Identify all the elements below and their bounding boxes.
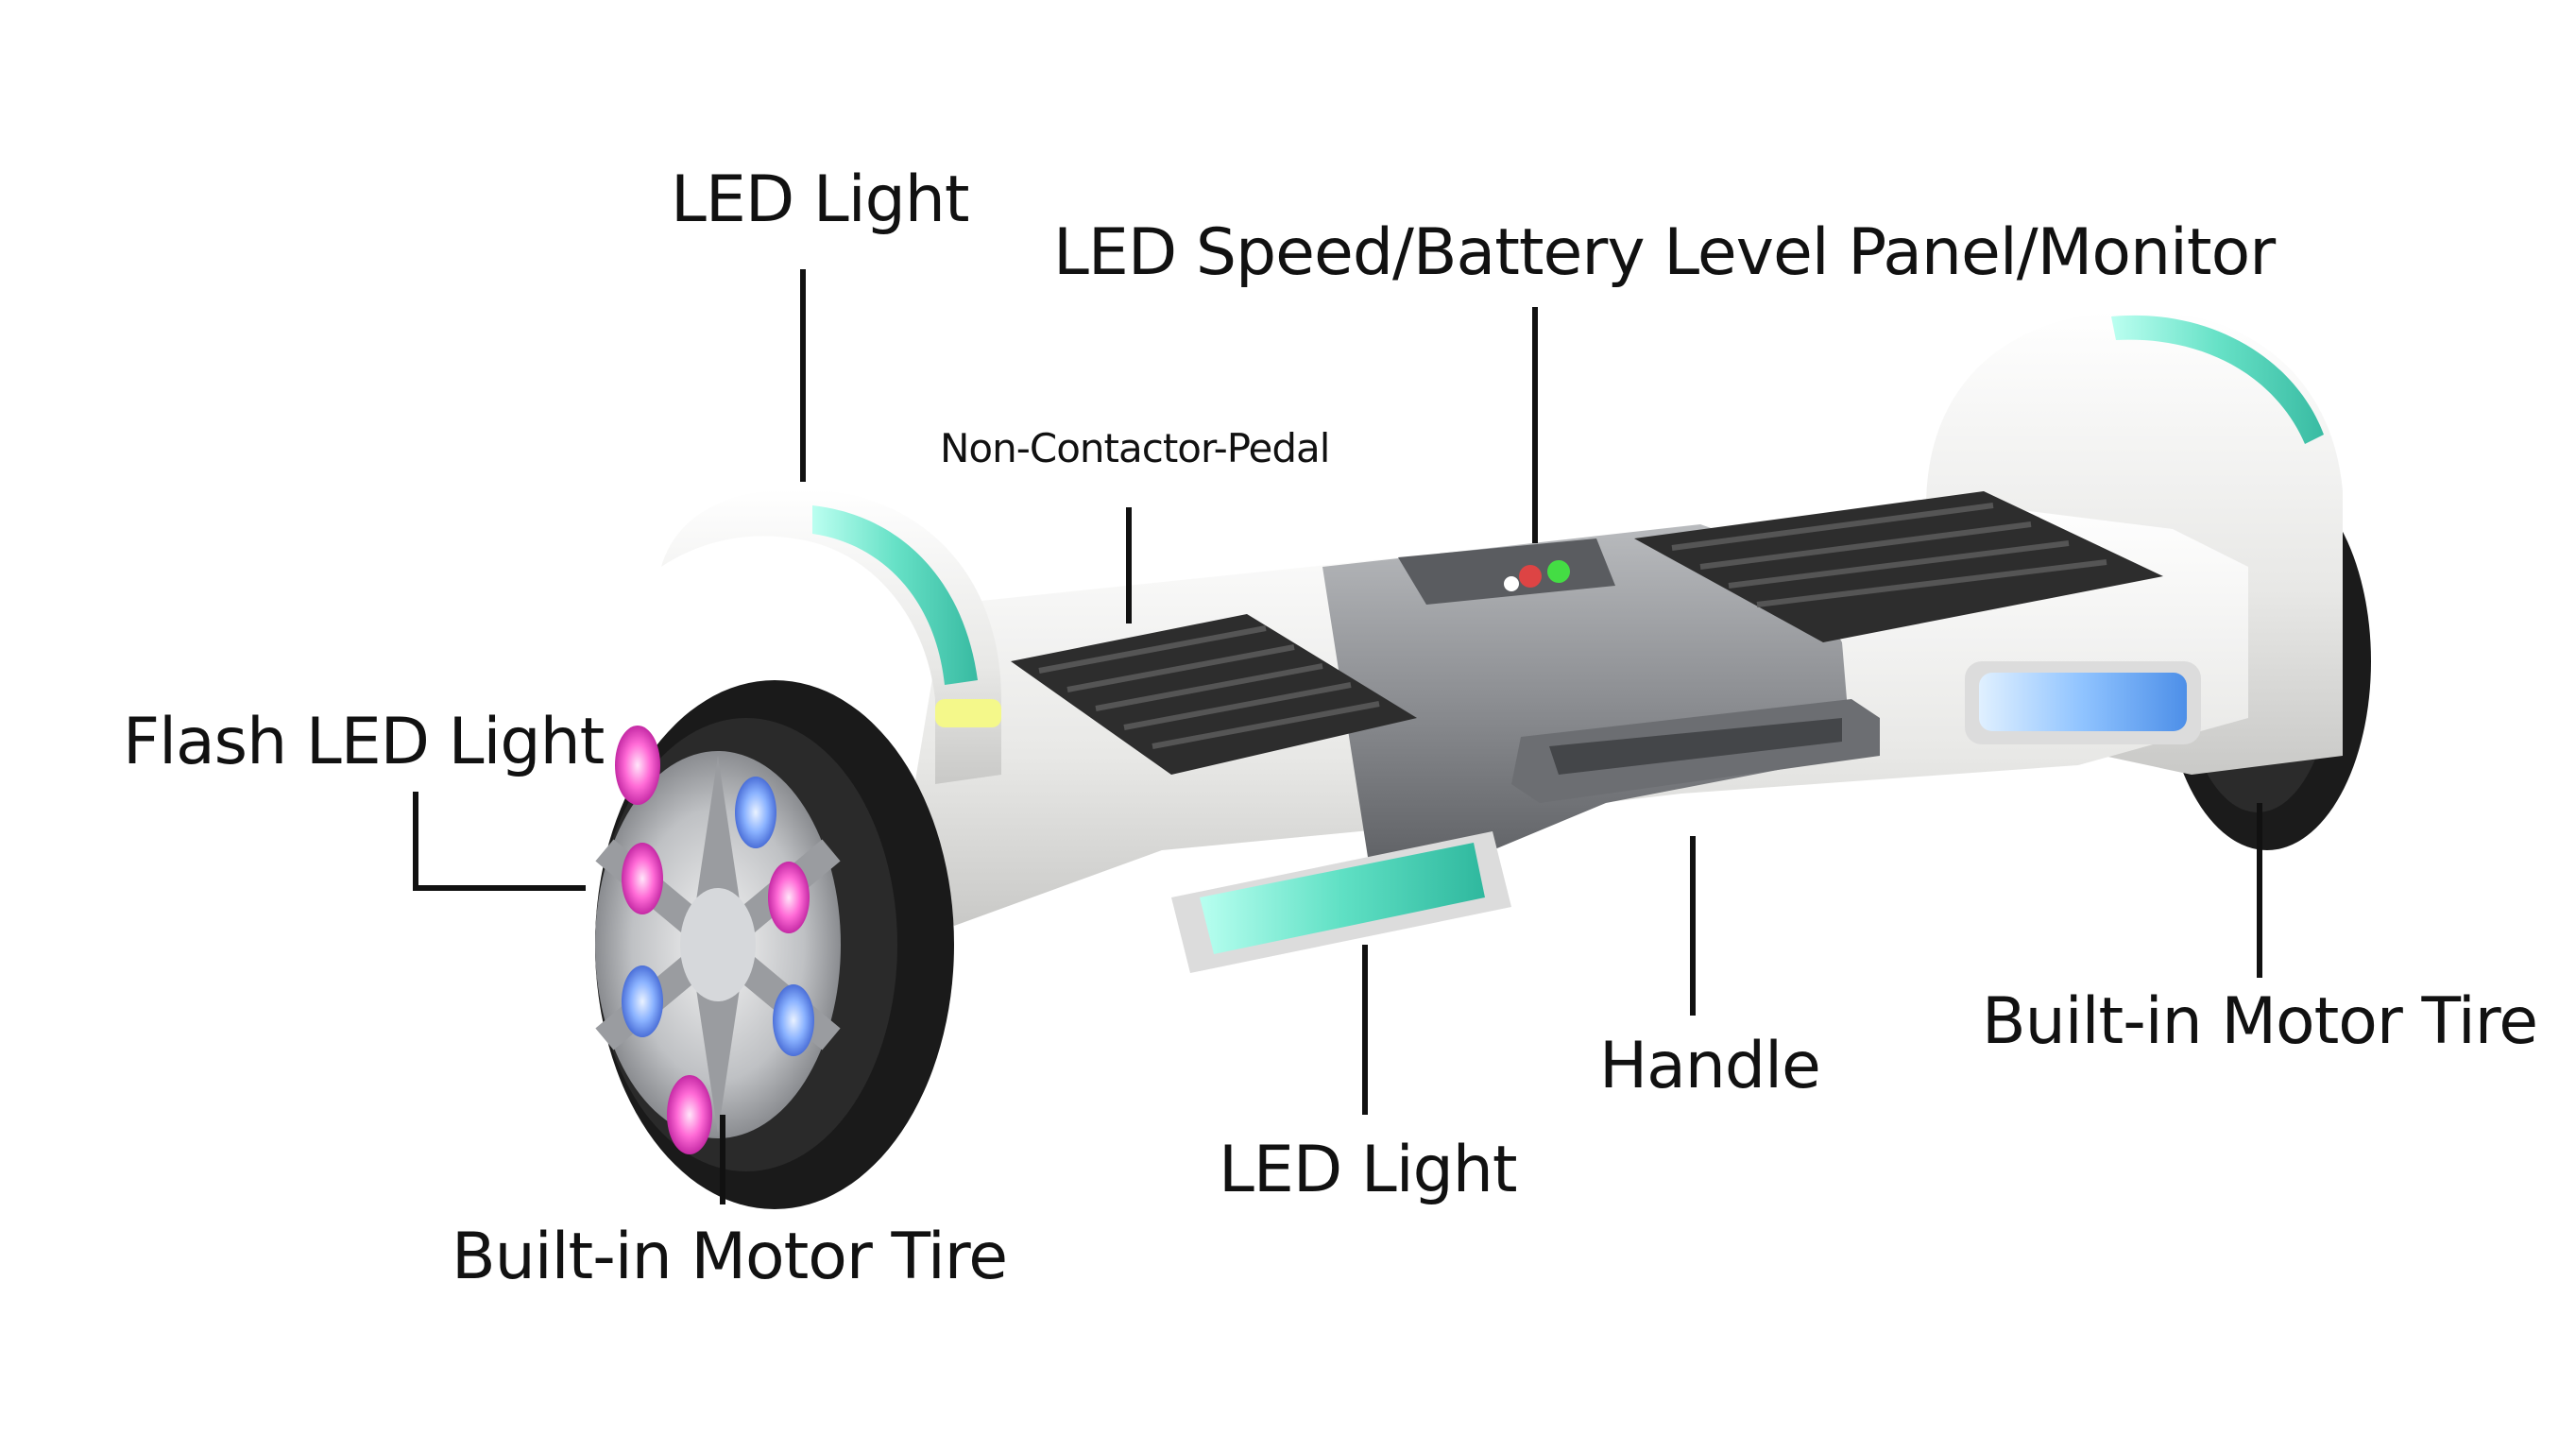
label-led-light-top: LED Light [671,162,970,237]
left-pedal [1011,614,1417,775]
right-led-bar [1965,661,2201,744]
label-led-speed-panel: LED Speed/Battery Level Panel/Monitor [1053,215,2276,290]
battery-panel [1398,538,1615,605]
flash-led-drop [615,726,660,805]
label-non-contactor-pedal: Non-Contactor-Pedal [940,425,1330,471]
label-handle: Handle [1599,1029,1821,1103]
left-wheel [595,680,954,1209]
leader-lines [413,269,2262,1204]
label-led-light-bottom: LED Light [1219,1133,1518,1207]
label-flash-led-light: Flash LED Light [123,705,605,779]
label-built-in-motor-tire-left: Built-in Motor Tire [452,1220,1008,1294]
left-fender-led-strip [812,505,978,685]
right-fender-led-strip [2111,315,2324,444]
left-fender [661,488,1001,784]
right-pedal [1634,491,2163,642]
left-led-bar [1171,831,1511,973]
label-built-in-motor-tire-right: Built-in Motor Tire [1982,984,2538,1059]
leader-flash-led-light [413,792,586,891]
